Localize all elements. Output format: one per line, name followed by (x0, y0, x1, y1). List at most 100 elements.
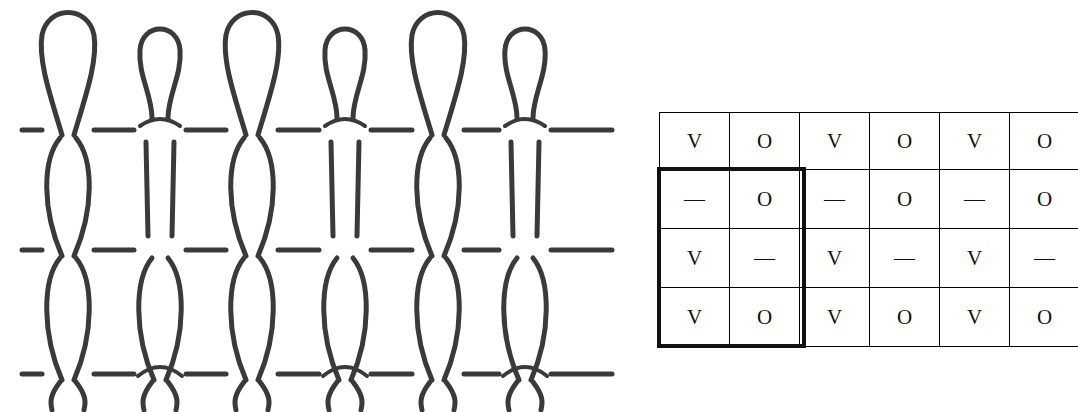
yarn-stroke (186, 372, 226, 377)
table-cell: O (869, 112, 940, 170)
yarn-stroke (139, 258, 154, 380)
yarn-stroke (94, 128, 134, 133)
yarn-stroke (331, 142, 333, 236)
yarn-stroke (235, 382, 244, 410)
yarn-stroke (278, 248, 319, 253)
yarn-stroke (511, 142, 513, 236)
stitch-symbol: V (967, 246, 982, 271)
table-cell: O (729, 287, 800, 347)
yarn-stroke (325, 119, 365, 126)
stitch-symbol: O (897, 129, 912, 154)
table-cell: — (729, 228, 800, 288)
table-cell: O (1009, 287, 1078, 347)
yarn-stroke (74, 258, 89, 380)
yarn-stroke (417, 138, 432, 256)
stitch-symbol: — (684, 187, 705, 212)
yarn-stroke (371, 372, 412, 377)
table-cell: O (729, 112, 800, 170)
table-cell: V (939, 287, 1010, 347)
stitch-symbol: O (757, 187, 772, 212)
table-cell: O (869, 169, 940, 229)
stitch-symbol: V (827, 246, 842, 271)
yarn-stroke (278, 372, 319, 377)
yarn-stroke (505, 119, 545, 126)
table-cell: V (799, 228, 870, 288)
yarn-stroke (76, 382, 85, 410)
table-cell: V (939, 228, 1010, 288)
yarn-stroke (371, 248, 412, 253)
table-cell: V (799, 112, 870, 170)
yarn-stroke (444, 258, 459, 380)
yarn-stroke (138, 367, 182, 376)
yarn-stroke (94, 372, 134, 377)
yarn-stroke (417, 258, 432, 380)
yarn-stroke (323, 367, 367, 376)
table-cell: O (1009, 169, 1078, 229)
yarn-stroke (22, 372, 42, 377)
yarn-stroke (357, 142, 359, 236)
yarn-stroke (446, 382, 455, 410)
table-cell: V (939, 112, 1010, 170)
yarn-stroke (231, 258, 246, 380)
yarn-stroke (47, 138, 62, 256)
yarn-stroke (186, 248, 226, 253)
yarn-stroke (140, 119, 180, 126)
yarn-stroke (51, 382, 60, 410)
table-cell: V (659, 112, 730, 170)
table-cell: — (939, 169, 1010, 229)
yarn-stroke (94, 248, 134, 253)
yarn-stroke (353, 382, 362, 410)
yarn-stroke (505, 29, 545, 118)
yarn-stroke (421, 382, 430, 410)
yarn-stroke (444, 138, 459, 256)
yarn-stroke (504, 258, 519, 380)
table-cell: V (659, 228, 730, 288)
stitch-symbol: O (757, 305, 772, 330)
yarn-stroke (146, 142, 148, 236)
stitch-symbol: — (754, 246, 775, 271)
yarn-stroke (22, 248, 42, 253)
yarn-stroke (464, 128, 499, 133)
table-cell: O (729, 169, 800, 229)
yarn-stroke (551, 128, 612, 133)
stitch-symbol: O (897, 187, 912, 212)
yarn-stroke (172, 142, 174, 236)
table-cell: — (659, 169, 730, 229)
stitch-symbol: V (967, 305, 982, 330)
yarn-stroke (47, 258, 62, 380)
yarn-stroke (328, 382, 337, 410)
stitch-symbol: V (967, 129, 982, 154)
yarn-stroke (533, 382, 542, 410)
yarn-stroke (411, 13, 465, 136)
stitch-symbol: V (827, 129, 842, 154)
yarn-stroke (464, 248, 499, 253)
repeat-outline (659, 169, 804, 346)
yarn-stroke (324, 258, 339, 380)
stitch-symbol: O (897, 305, 912, 330)
yarn-stroke (186, 128, 226, 133)
yarn-stroke (325, 29, 365, 118)
yarn-stroke (41, 13, 95, 136)
yarn-stroke (503, 367, 547, 376)
yarn-stroke (351, 258, 366, 380)
yarn-stroke (168, 382, 177, 410)
table-cell: V (799, 287, 870, 347)
yarn-stroke (140, 29, 180, 118)
stitch-symbol: O (757, 129, 772, 154)
yarn-stroke (464, 372, 499, 377)
yarn-stroke (166, 258, 181, 380)
yarn-stroke (537, 142, 539, 236)
stitch-symbol: O (1037, 129, 1052, 154)
yarn-stroke (74, 138, 89, 256)
stitch-symbol: V (687, 246, 702, 271)
stitch-symbol: — (894, 246, 915, 271)
yarn-stroke (278, 128, 319, 133)
yarn-stroke (531, 258, 546, 380)
stitch-symbol: — (824, 187, 845, 212)
yarn-stroke (551, 372, 612, 377)
yarn-stroke (143, 382, 152, 410)
yarn-stroke (258, 138, 273, 256)
yarn-stroke (371, 128, 412, 133)
table-cell: O (1009, 112, 1078, 170)
yarn-stroke (231, 138, 246, 256)
